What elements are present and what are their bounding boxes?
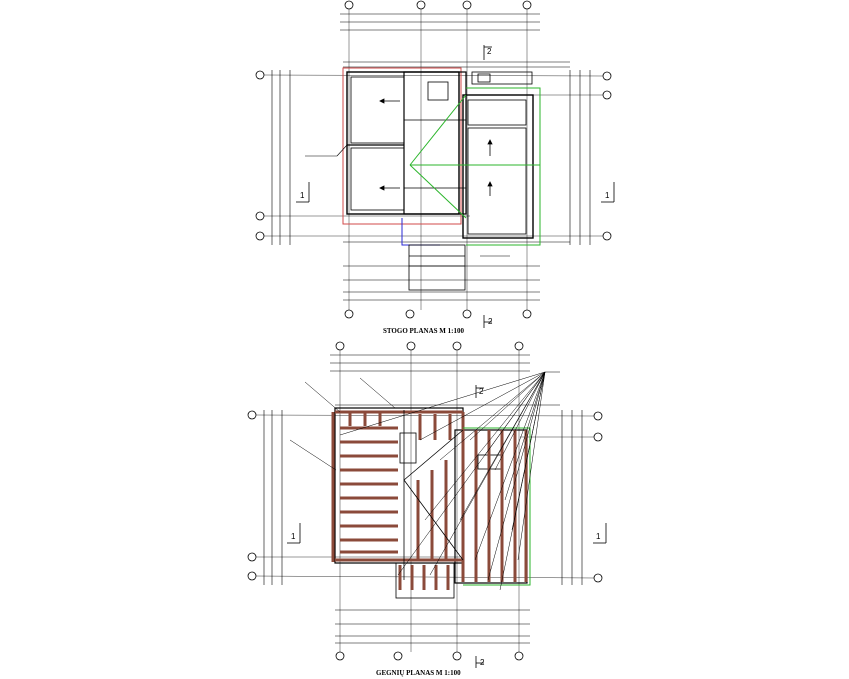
rafter-plan-title: GEGNIŲ PLANAS M 1:100 (376, 669, 461, 677)
dimension-lines-top (340, 13, 570, 68)
rafter-green-outline (463, 427, 531, 586)
grid-axis-bottom (344, 309, 532, 319)
rafter-section-left-label: 1 (291, 532, 296, 541)
hip-lines (409, 87, 541, 246)
rafter-section-top-label: 2 (479, 387, 484, 396)
roof-section-bottom-label: 2 (488, 317, 493, 326)
rafter-section-markers (287, 385, 607, 668)
roof-plan (255, 0, 612, 319)
slope-arrows (379, 98, 493, 196)
roof-plan-title: STOGO PLANAS M 1:100 (383, 327, 464, 335)
roof-section-right-label: 1 (605, 191, 610, 200)
rafter-section-bottom-label: 2 (480, 658, 485, 667)
rafter-plan (247, 341, 603, 661)
roof-section-markers (296, 45, 615, 328)
grid-axis-sides (255, 70, 612, 241)
rafter-hips (403, 410, 464, 580)
roof-section-top-label: 2 (487, 47, 492, 56)
dimension-lines-bottom (343, 241, 570, 301)
roof-section-left-label: 1 (300, 191, 305, 200)
dimension-lines-sides (271, 70, 591, 245)
leader-fan (289, 371, 560, 591)
rafter-section-right-label: 1 (596, 532, 601, 541)
grid-axis-top (344, 0, 532, 310)
